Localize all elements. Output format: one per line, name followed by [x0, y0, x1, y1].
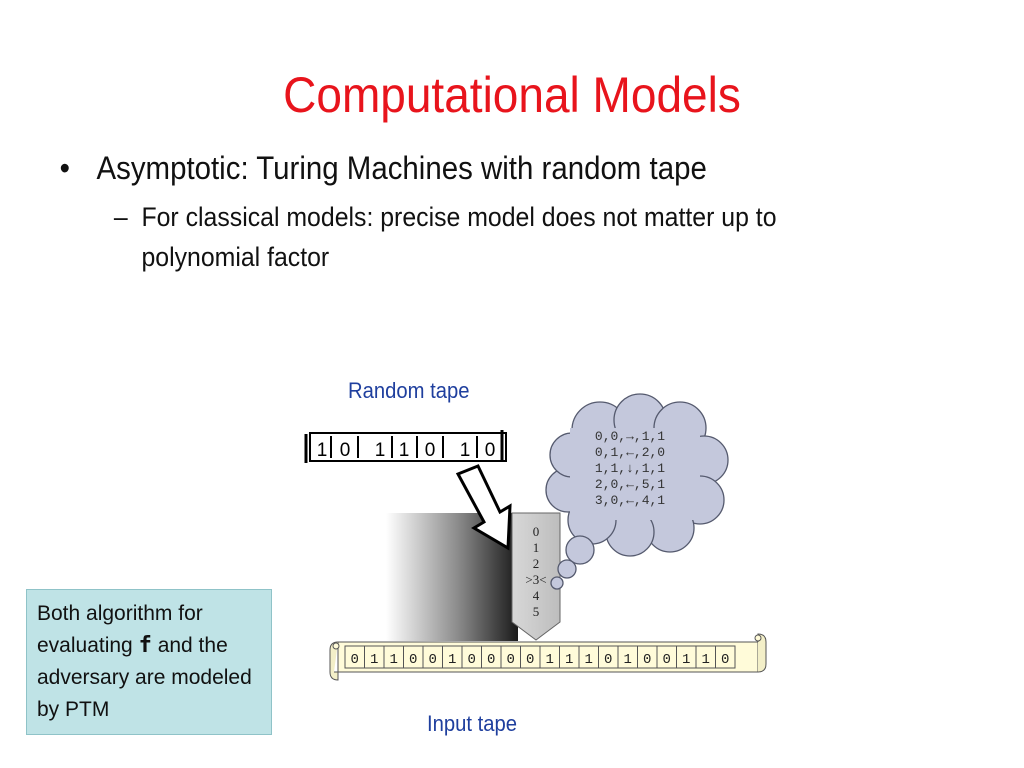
random-tape-cell: 0: [485, 440, 496, 461]
head-state: >3<: [525, 572, 546, 587]
bullet-icon: •: [59, 150, 70, 186]
input-tape-symbol: 1: [624, 652, 632, 668]
input-tape-symbol: 1: [702, 652, 710, 668]
input-tape-symbol: 1: [370, 652, 378, 668]
input-tape-symbol: 0: [468, 652, 476, 668]
function-symbol: f: [138, 633, 152, 658]
input-tape-symbol: 0: [507, 652, 515, 668]
thought-cloud: [545, 393, 729, 590]
head-state: 5: [533, 604, 540, 619]
sub-bullet-item: – For classical models: precise model do…: [112, 197, 877, 277]
dash-icon: –: [113, 202, 128, 232]
random-tape-cell: 1: [460, 440, 471, 461]
random-tape-cell: 1: [317, 440, 328, 461]
input-tape-symbol: 0: [604, 652, 612, 668]
head-state: 0: [533, 524, 540, 539]
random-tape-cell: 0: [425, 440, 436, 461]
head-state-list: 012>3<45: [525, 524, 546, 619]
transition-rule: 2,0,←,5,1: [595, 477, 665, 492]
transition-rule: 0,0,→,1,1: [595, 429, 665, 444]
note-box: Both algorithm for evaluating f and the …: [26, 589, 272, 735]
input-tape-symbol: 0: [643, 652, 651, 668]
bullet-list: • Asymptotic: Turing Machines with rando…: [56, 150, 956, 277]
input-tape-symbol: 0: [526, 652, 534, 668]
input-tape-cell: [715, 645, 736, 669]
bullet-item: • Asymptotic: Turing Machines with rando…: [56, 150, 884, 187]
head-state: 1: [533, 540, 540, 555]
random-tape-cell: 1: [399, 440, 410, 461]
input-tape-symbol: 0: [429, 652, 437, 668]
transition-rule: 3,0,←,4,1: [595, 493, 665, 508]
random-tape-label: Random tape: [348, 378, 470, 403]
input-tape-symbol: 0: [487, 652, 495, 668]
input-tape-symbol: 1: [565, 652, 573, 668]
input-tape-label: Input tape: [427, 711, 518, 736]
head-state: 4: [533, 588, 540, 603]
input-tape-symbol: 1: [390, 652, 398, 668]
machine-head: [511, 512, 561, 641]
arrow-icon: [455, 464, 512, 551]
transition-rule: 1,1,↓,1,1: [595, 461, 665, 476]
input-tape-symbol: 0: [663, 652, 671, 668]
note-text-after: and the adversary are modeled by PTM: [37, 634, 252, 721]
input-tape-symbol: 0: [409, 652, 417, 668]
head-state: 2: [533, 556, 540, 571]
random-tape-cell: 0: [340, 440, 351, 461]
note-text-before: Both algorithm for evaluating: [37, 602, 203, 657]
page-title: Computational Models: [283, 67, 741, 123]
input-tape-symbol: 1: [546, 652, 554, 668]
transition-rule: 0,1,←,2,0: [595, 445, 665, 460]
input-tape-symbol: 1: [682, 652, 690, 668]
bullet-text: Asymptotic: Turing Machines with random …: [96, 150, 707, 186]
input-tape-symbol: 0: [351, 652, 359, 668]
input-tape-symbol: 1: [448, 652, 456, 668]
transition-rules: 0,0,→,1,10,1,←,2,01,1,↓,1,12,0,←,5,13,0,…: [595, 429, 665, 508]
sub-bullet-text: For classical models: precise model does…: [141, 202, 777, 272]
input-tape-symbol: 0: [721, 652, 729, 668]
random-tape-cell: 1: [375, 440, 386, 461]
input-tape-symbol: 1: [585, 652, 593, 668]
